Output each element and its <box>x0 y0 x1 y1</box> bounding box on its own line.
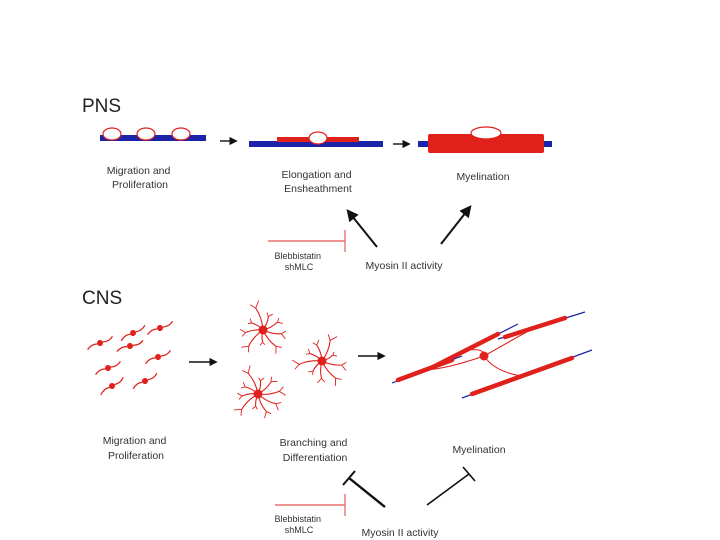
cns-inhibit-arrow-right <box>426 466 476 506</box>
pns-activity-arrow-left <box>346 209 378 248</box>
cns-activity-label: Myosin II activity <box>361 527 439 539</box>
pns-migration-figure <box>100 127 206 141</box>
opc-precursor-cell <box>120 324 146 342</box>
pns-inhibition-bar <box>268 230 346 252</box>
pns-stage1-caption: Migration and Proliferation <box>107 165 174 191</box>
cns-myelination-figure <box>391 311 593 399</box>
pns-myelin-sheath <box>428 134 544 153</box>
oligodendrocyte-process <box>483 327 536 357</box>
opc-precursor-cell <box>100 377 124 396</box>
oligodendrocyte-soma <box>479 351 489 361</box>
pns-activity-arrow-right <box>440 205 472 245</box>
opc-precursor-cell <box>145 349 172 365</box>
opc-precursor-cell <box>147 320 174 336</box>
cns-title: CNS <box>82 288 122 309</box>
cns-stage1-caption: Migration and Proliferation <box>103 435 170 462</box>
pns-inhibitor-label: Blebbistatin shMLC <box>274 251 323 272</box>
pns-schwann-cell <box>102 127 122 141</box>
pns-elongation-figure <box>249 131 383 147</box>
oligodendrocyte-process <box>483 355 523 377</box>
pns-schwann-cell <box>136 127 156 141</box>
pns-myelin-nucleus <box>470 126 502 140</box>
cns-inhibitor-label: Blebbistatin shMLC <box>274 514 323 535</box>
pns-schwann-nucleus <box>308 131 328 145</box>
oligodendrocyte-process <box>424 355 485 371</box>
cns-inhibition-bar <box>275 494 346 516</box>
opc-precursor-cell <box>132 372 158 390</box>
pns-stage3-caption: Myelination <box>456 171 509 183</box>
cns-inhibit-arrow-left <box>342 470 386 508</box>
pns-activity-label: Myosin II activity <box>365 260 443 272</box>
cns-branching-figure <box>233 300 347 419</box>
opc-precursor-cell <box>116 340 144 352</box>
opc-precursor-cell <box>95 360 122 376</box>
pns-title: PNS <box>82 96 121 117</box>
pns-stage2-caption: Elongation and Ensheathment <box>282 169 355 195</box>
branching-oligodendrocyte <box>239 300 287 354</box>
pns-schwann-cell <box>171 127 191 141</box>
cns-stage3-caption: Myelination <box>452 444 505 456</box>
branching-oligodendrocyte <box>292 334 347 386</box>
branching-oligodendrocyte <box>233 365 286 419</box>
pns-myelination-figure <box>418 126 552 153</box>
opc-precursor-cell <box>87 335 114 351</box>
cns-stage2-caption: Branching and Differentiation <box>280 437 351 464</box>
cns-migration-figure <box>87 320 174 396</box>
